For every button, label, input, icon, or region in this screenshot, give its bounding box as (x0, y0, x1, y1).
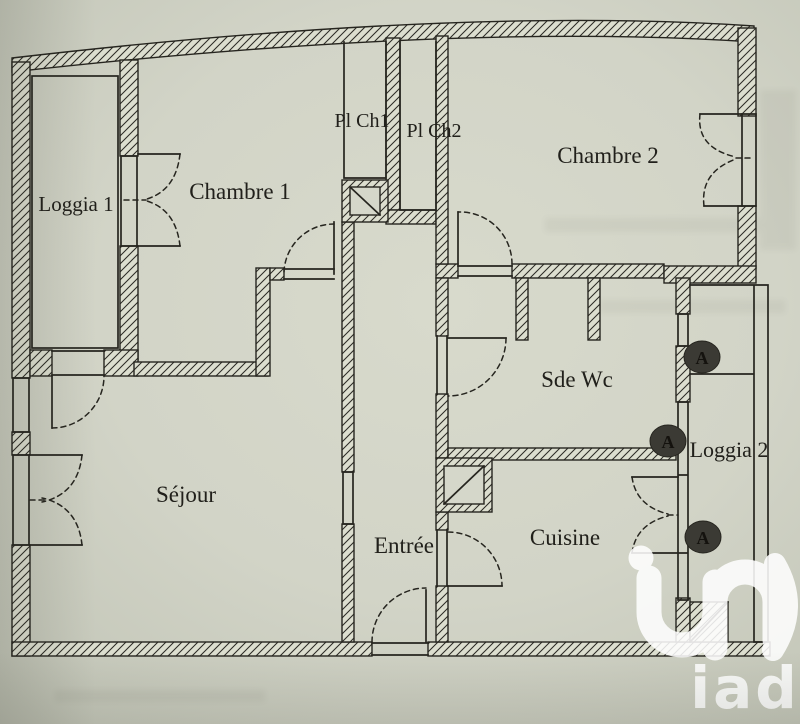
wall-loggia1-upper (119, 59, 139, 157)
wall-loggia1-bottom-a (29, 349, 53, 377)
wall-ch2-bottom-b (511, 263, 665, 279)
door-cuisine (447, 531, 503, 587)
room-label-pl-ch1: Pl Ch1 (334, 110, 389, 132)
wall-ch2-bottom-a (435, 263, 459, 279)
room-label-sejour: Séjour (156, 482, 216, 507)
wall-hall-left-lower (341, 523, 355, 643)
room-label-loggia1: Loggia 1 (38, 192, 113, 216)
threshold-chambre1-door (283, 268, 335, 280)
iad-logo-dot (628, 545, 654, 571)
window-sejour-casement (12, 454, 30, 546)
windows-and-partitions (12, 41, 769, 656)
wall-loggia1-bottom-b (103, 349, 139, 377)
svg-text:A: A (696, 348, 709, 368)
wall-bottom-left (11, 641, 373, 657)
wall-cuisine-left-a (435, 511, 449, 531)
threshold-loggia1-door (51, 350, 105, 376)
wall-loggia2-a (675, 277, 691, 315)
shaft-symbol-2 (435, 457, 493, 513)
photo-marker-1: A (683, 340, 721, 374)
loggia2-railing (689, 284, 769, 643)
casement-chambre2-window (698, 113, 754, 207)
room-label-cuisine: Cuisine (530, 525, 600, 550)
wall-sdewc-stub2 (587, 277, 601, 341)
window-loggia1-chambre1 (120, 155, 138, 247)
casement-sejour-window (29, 454, 83, 546)
window-sdewc (677, 313, 689, 347)
window-cuisine (677, 401, 689, 601)
wall-left-mid (11, 431, 31, 456)
svg-text:A: A (662, 432, 675, 452)
iad-logo-text: iad (690, 654, 800, 722)
wall-sdewc-stub1 (515, 277, 529, 341)
door-chambre2 (457, 211, 513, 265)
room-label-loggia2: Loggia 2 (690, 437, 769, 462)
svg-text:A: A (697, 528, 710, 548)
casement-cuisine-frenchdoor (631, 476, 679, 554)
room-label-pl-ch2: Pl Ch2 (406, 120, 461, 142)
closet-plch2-outline (399, 41, 437, 211)
shaft-symbol-1 (341, 179, 389, 223)
wall-under-plch2 (385, 209, 437, 225)
door-chambre1 (283, 221, 335, 275)
iad-logo: iad (628, 545, 800, 722)
wall-ch1-alcove (255, 267, 271, 377)
photo-marker-3: A (684, 520, 722, 554)
wall-sdewc-left-a (435, 277, 449, 337)
passage-sejour-entree (342, 471, 354, 525)
door-sdewc (447, 337, 507, 397)
wall-right-upper (737, 27, 757, 117)
threshold-cuisine-door (436, 529, 448, 587)
wall-ch1-stub (269, 267, 285, 281)
page-showthrough (55, 90, 796, 702)
closet-plch1-outline (343, 41, 387, 179)
wall-sdewc-left-b (435, 393, 449, 459)
wall-cuisine-left-b (435, 585, 449, 643)
loggia1-floor-edge (31, 75, 119, 349)
wall-right-mid (737, 205, 757, 269)
walls (11, 19, 771, 657)
threshold-front-door (371, 642, 429, 656)
wall-ch1-bottom (133, 361, 269, 377)
wall-ch2-left (435, 35, 449, 265)
doors (29, 113, 754, 643)
casement-loggia1-window (123, 153, 181, 247)
room-label-entree: Entrée (374, 533, 434, 558)
room-label-chambre2: Chambre 2 (557, 143, 659, 168)
iad-logo-paren (762, 553, 798, 661)
room-labels: Loggia 1 Chambre 1 Pl Ch1 Pl Ch2 Chambre… (38, 110, 768, 558)
wall-loggia1-lower (119, 245, 139, 361)
threshold-sdewc-door (436, 335, 448, 395)
wall-left-lower (11, 544, 31, 657)
iad-logo-arch (702, 559, 788, 661)
wall-left-upper (11, 61, 31, 379)
window-sejour-fixed (12, 377, 30, 433)
photo-marker-2: A (649, 424, 687, 458)
photo-markers: A A A (649, 340, 722, 554)
window-chambre2 (741, 113, 757, 207)
room-label-sde-wc: Sde Wc (541, 367, 613, 392)
wall-hall-left-upper (341, 221, 355, 473)
room-label-chambre1: Chambre 1 (189, 179, 291, 204)
door-loggia1 (51, 375, 105, 429)
threshold-chambre2-door (457, 265, 513, 277)
door-front (371, 587, 427, 643)
